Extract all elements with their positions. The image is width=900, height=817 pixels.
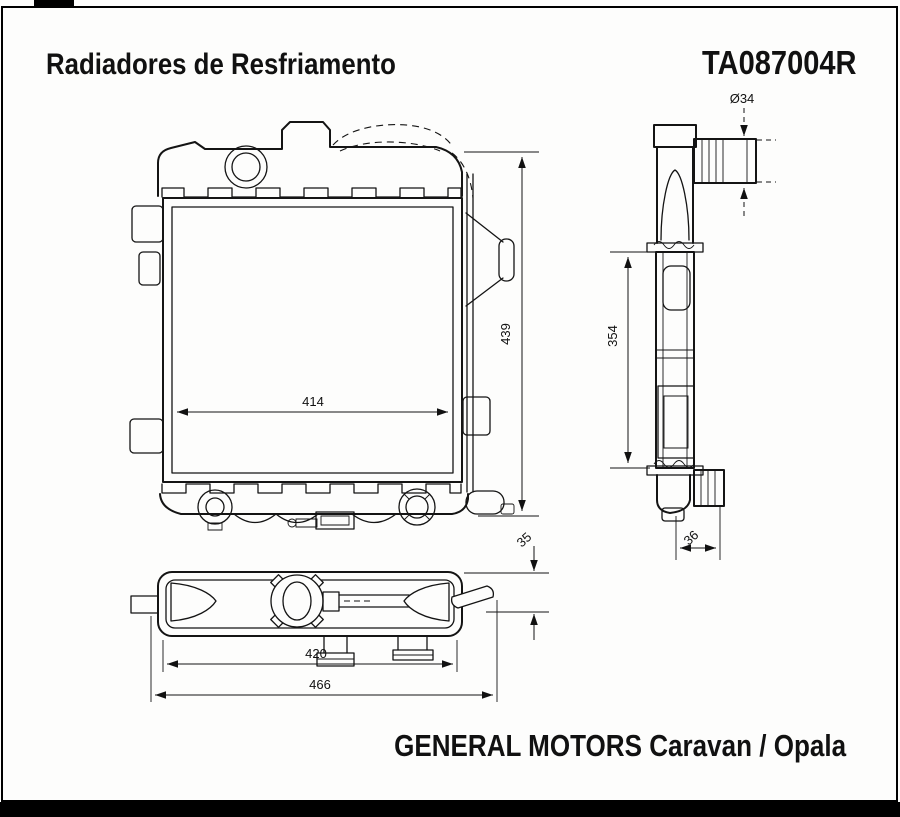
dim-mount-width: 420 [163, 640, 457, 672]
outlet-plug [399, 489, 435, 525]
side-view: 354 Ø34 36 [605, 91, 776, 560]
bottom-bracket [316, 512, 354, 529]
registration-mark [34, 0, 74, 7]
side-body [656, 252, 694, 468]
svg-text:420: 420 [305, 646, 327, 661]
dim-side-height: 354 [605, 252, 650, 468]
front-view: 414 439 [130, 122, 539, 530]
side-drain [662, 508, 684, 521]
side-filler-neck [654, 125, 696, 147]
svg-text:414: 414 [302, 394, 324, 409]
application-text: GENERAL MOTORS Caravan / Opala [394, 728, 846, 763]
part-number: TA087004R [701, 44, 856, 81]
dim-front-height: 439 [464, 152, 539, 516]
left-bracket-lower [130, 419, 163, 453]
overflow-fitting [452, 586, 494, 608]
dim-tank-thickness: 35 [464, 529, 549, 640]
svg-text:439: 439 [498, 323, 513, 345]
svg-text:36: 36 [681, 527, 702, 548]
left-baffle [171, 583, 216, 621]
drain-plug [198, 490, 232, 524]
svg-text:466: 466 [309, 677, 331, 692]
svg-text:354: 354 [605, 325, 620, 347]
filler-cap-top [271, 575, 324, 628]
dim-front-width: 414 [177, 394, 448, 416]
filler-neck [225, 146, 267, 188]
left-stub [131, 596, 158, 613]
inlet-fitting [694, 139, 756, 183]
right-foot [466, 491, 504, 514]
page-title: Radiadores de Resfriamento [46, 48, 396, 81]
dim-overall-width: 466 [151, 600, 497, 702]
dim-bottom-depth: 36 [676, 506, 720, 560]
svg-text:Ø34: Ø34 [730, 91, 755, 106]
outlet-fitting [694, 470, 724, 506]
top-view: 35 420 466 [131, 529, 549, 702]
hose-dashed-outline [333, 125, 453, 147]
radiator-core [163, 198, 462, 482]
svg-text:35: 35 [514, 529, 535, 550]
mount-tab-right [393, 636, 433, 660]
bottom-black-bar [0, 802, 900, 817]
right-tab [463, 397, 490, 435]
dim-inlet-diameter: Ø34 [730, 91, 776, 216]
right-bracket [466, 213, 514, 306]
right-baffle [404, 583, 449, 621]
left-bracket-upper [132, 206, 163, 242]
